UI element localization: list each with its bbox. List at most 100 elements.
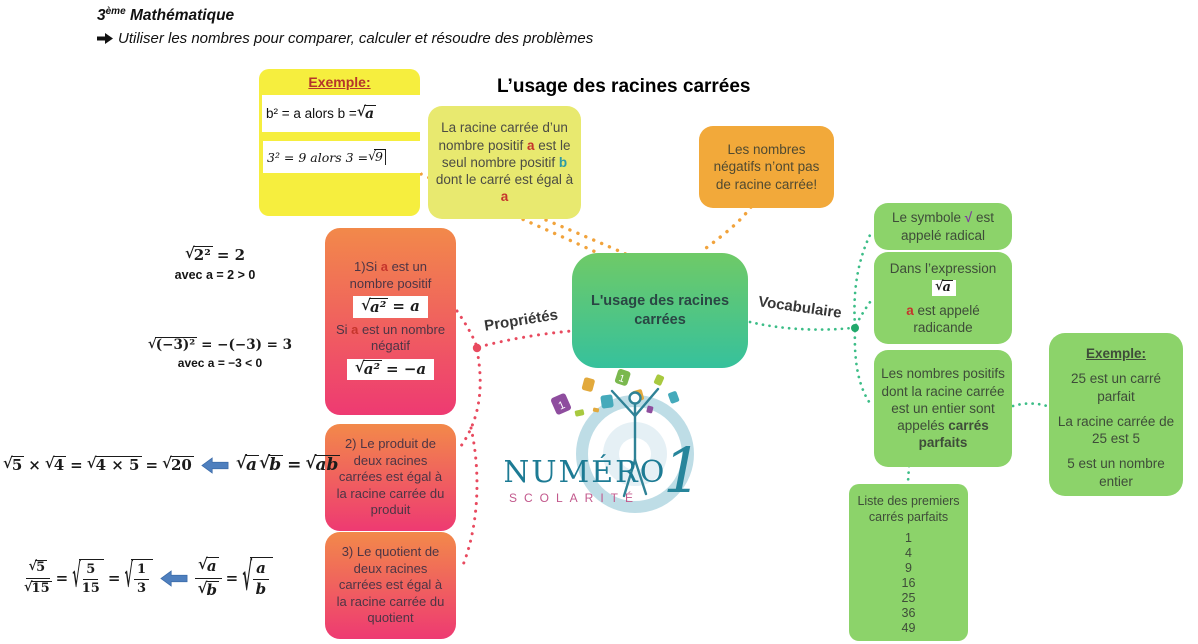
property-2-text: 2) Le produit de deux racines carrées es…	[336, 435, 445, 518]
text-part: Dans l’expression	[889, 260, 997, 276]
equals-sign: =	[70, 456, 83, 474]
objective-text: Utiliser les nombres pour comparer, calc…	[118, 30, 594, 47]
radicand: a	[245, 454, 260, 475]
logo-one: 1	[663, 434, 702, 507]
perfect-squares-example-box: Exemple: 25 est un carré parfait La raci…	[1049, 333, 1183, 496]
list-value: 49	[901, 621, 916, 635]
text-part: est appelé radicande	[913, 302, 980, 336]
radicande-line2: a est appelé radicande	[881, 302, 1005, 337]
svg-text:1: 1	[617, 373, 626, 385]
radical-sign: √	[361, 295, 372, 314]
list-value: 1	[905, 531, 912, 545]
radical-symbol-box: Le symbole √ est appelé radical	[874, 203, 1012, 250]
numerator: 1	[133, 563, 150, 580]
list-value: 25	[901, 591, 916, 605]
list-title: Liste des premiers carrés parfaits	[857, 494, 960, 524]
radical-sign: √	[72, 557, 81, 596]
list-value: 4	[905, 546, 912, 560]
radicand: a²	[369, 297, 389, 316]
formula-3-squared: 3² = 9 alors 3 = √9	[263, 141, 421, 173]
text-part: est un nombre négatif	[358, 321, 446, 354]
radicand: 5	[35, 559, 48, 575]
perfect-squares-text: Les nombres positifs dont la racine carr…	[881, 365, 1005, 451]
text-part: 1)Si	[354, 259, 381, 275]
formula-rhs: = 2	[216, 246, 246, 265]
formula-text: b² = a alors b =	[266, 106, 357, 121]
accent-a: a	[527, 137, 535, 153]
radical-sign: √	[356, 103, 367, 120]
property-3-box: 3) Le quotient de deux racines carrées e…	[325, 532, 456, 639]
example-left-box: Exemple: b² = a alors b =√a 3² = 9 alors…	[259, 69, 424, 216]
radicand: a	[205, 557, 219, 576]
text-part: Si	[335, 321, 352, 337]
equals-sign: =	[287, 454, 302, 475]
logo-confetti: 1 1	[550, 369, 680, 417]
radicand: 9	[374, 149, 386, 165]
times-sign: ×	[28, 456, 41, 474]
radical-sign: √	[305, 452, 317, 473]
logo-stick-figure	[610, 387, 660, 498]
radical-sign: √	[44, 453, 55, 472]
accent-b: b	[558, 154, 568, 170]
radicand: 4 × 5	[94, 455, 142, 474]
property-3-text: 3) Le quotient de deux racines carrées e…	[336, 543, 445, 626]
perfect-squares-definition-box: Les nombres positifs dont la racine carr…	[874, 350, 1012, 467]
negative-text: Les nombres négatifs n’ont pas de racine…	[713, 142, 820, 192]
radicande-box: Dans l’expression √ a a est appelé radican…	[874, 252, 1012, 344]
formula-rhs: = −(−3) = 3	[201, 337, 293, 354]
radical-symbol: √	[964, 210, 973, 226]
radicand: ab	[314, 454, 341, 475]
radical-sign: √	[124, 557, 133, 596]
property-2-box: 2) Le produit de deux racines carrées es…	[325, 424, 456, 531]
negative-example-formula: √(−3)²= −(−3) = 3 avec a = −3 < 0	[125, 337, 315, 370]
subject: Mathématique	[125, 7, 235, 25]
radical-sign: √	[24, 579, 33, 595]
formula-note: avec a = −3 < 0	[177, 355, 263, 370]
central-label: L'usage des racines carrées	[590, 292, 730, 328]
radicand: 5	[10, 455, 25, 474]
equals-sign: =	[225, 569, 239, 587]
example-right-line: 25 est un carré parfait	[1070, 371, 1162, 404]
radical-sign: √	[86, 453, 97, 472]
formula-text: 3² = 9 alors 3 =	[267, 149, 369, 165]
equals-sign: =	[145, 456, 159, 474]
logo-subtitle: SCOLARITÉ	[509, 490, 640, 505]
text-part: Les nombres positifs dont la racine carr…	[881, 366, 1005, 434]
example-right-line: La racine carrée de 25 est 5	[1057, 413, 1175, 447]
radical-sign: √	[28, 558, 38, 574]
radicand: b	[205, 580, 219, 599]
denominator: 3	[136, 581, 147, 596]
numero1-logo: 1 1 NUMÉRO 1 SCOLARITÉ	[505, 369, 702, 513]
property-1-line1: 1)Si a est un nombre positif	[332, 259, 449, 292]
logo-name: NUMÉRO	[505, 454, 666, 490]
perfect-squares-list-box: Liste des premiers carrés parfaits 1 4 9…	[849, 484, 968, 641]
positive-example-formula: √2²= 2 avec a = 2 > 0	[150, 245, 280, 282]
bold-term: carrés parfaits	[918, 418, 989, 451]
page-title: L’usage des racines carrées	[497, 76, 751, 97]
list-value: 16	[901, 576, 916, 590]
numerator: 5	[83, 563, 99, 580]
definition-part: dont le carré est égal à	[435, 172, 574, 188]
accent-a: a	[906, 302, 914, 318]
equals-sign: =	[107, 569, 121, 587]
course-objective: Utiliser les nombres pour comparer, calc…	[97, 30, 593, 47]
radical-sign: √	[162, 453, 172, 472]
product-example-formula: √5 × √4 = √4 × 5 = √20 √a √b = √ab	[3, 447, 341, 483]
accent-a: a	[380, 259, 388, 275]
radicande-line1: Dans l’expression√a	[881, 260, 1005, 296]
radicand: b	[268, 454, 284, 475]
radical-sign: √	[3, 453, 13, 472]
blue-arrow-icon	[201, 456, 229, 474]
example-left-title: Exemple:	[308, 74, 371, 90]
list-value: 9	[905, 561, 912, 575]
negative-numbers-box: Les nombres négatifs n’ont pas de racine…	[699, 126, 834, 208]
radicand: 20	[169, 455, 194, 474]
denominator: 15	[81, 581, 100, 596]
formula-rhs: = a	[392, 297, 420, 316]
radical-sign: √	[935, 278, 944, 294]
central-topic: L'usage des racines carrées	[572, 253, 748, 368]
equals-sign: =	[55, 569, 69, 587]
text-part: Le symbole	[892, 210, 965, 226]
radical-sign: √	[242, 553, 253, 600]
text-part: est un nombre positif	[349, 259, 432, 291]
